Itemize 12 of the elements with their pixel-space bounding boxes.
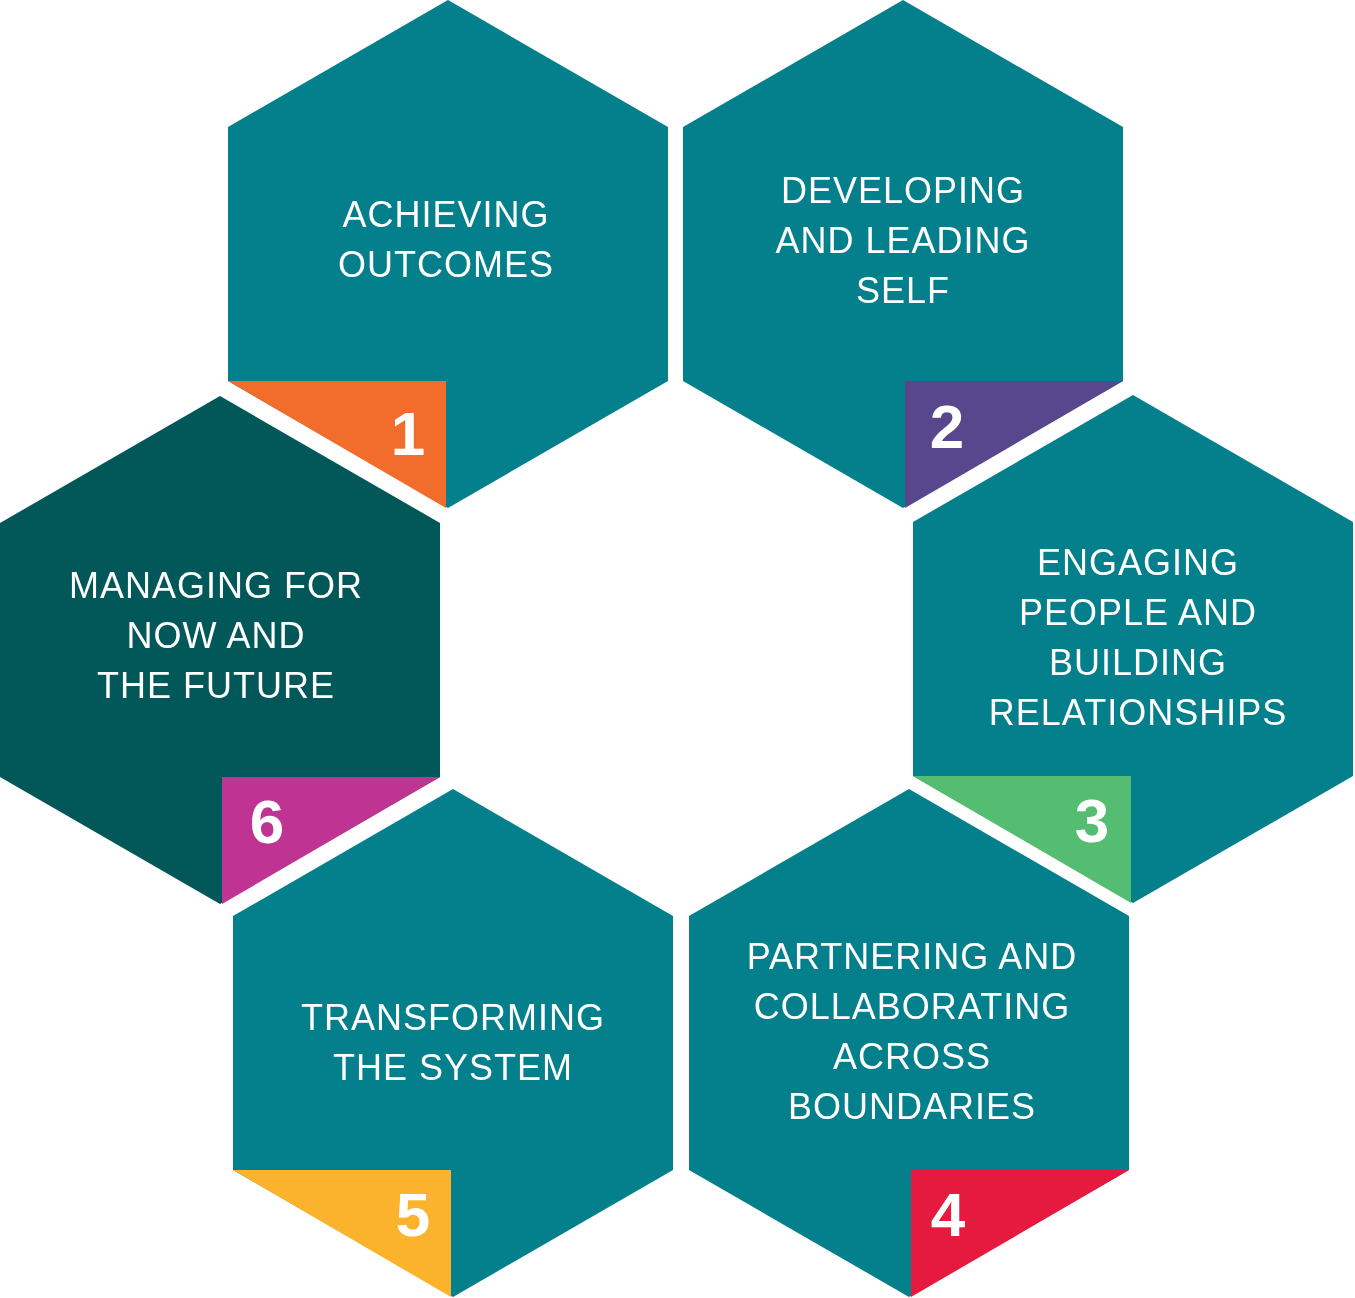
step-number: 2 xyxy=(929,404,965,450)
competency-label: ENGAGING PEOPLE AND BUILDING RELATIONSHIPS xyxy=(988,541,1288,735)
competency-label: MANAGING FOR NOW AND THE FUTURE xyxy=(69,564,363,708)
step-number: 6 xyxy=(249,799,285,845)
competency-label: TRANSFORMING THE SYSTEM xyxy=(301,996,605,1090)
step-number: 5 xyxy=(395,1192,431,1238)
step-number: 4 xyxy=(930,1192,966,1238)
competency-label: DEVELOPING AND LEADING SELF xyxy=(775,169,1031,313)
competency-label: PARTNERING AND COLLABORATING ACROSS BOUNDARIES xyxy=(746,935,1078,1129)
step-number: 3 xyxy=(1074,798,1110,844)
step-number: 1 xyxy=(390,411,426,457)
competency-label: ACHIEVING OUTCOMES xyxy=(338,193,554,287)
